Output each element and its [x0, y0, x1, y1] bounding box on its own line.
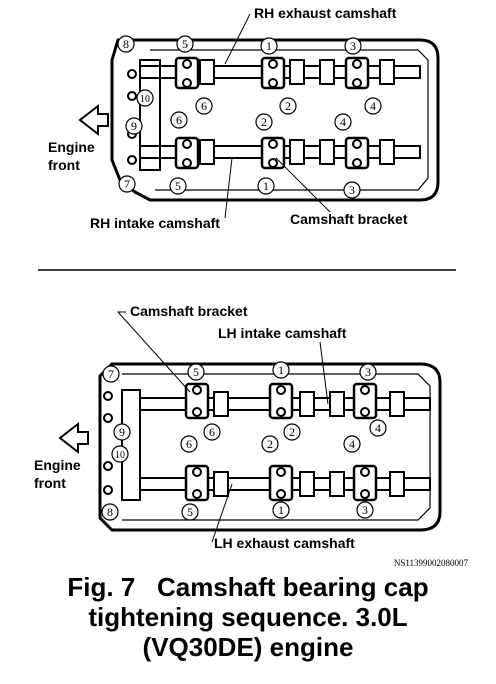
top-cam-lobes: [199, 59, 395, 165]
top-leader-lines: [224, 13, 331, 219]
top-num-6a: 6: [201, 99, 207, 113]
top-num-9: 9: [131, 119, 137, 133]
top-engine-front-line2: front: [48, 157, 80, 173]
bottom-num-2b: 2: [267, 437, 273, 451]
top-num-3a: 3: [350, 39, 356, 53]
bottom-num-4b: 4: [349, 437, 355, 451]
camshaft-diagram: 1 2 3 4 5 6 7 8 9 10 6 2 4 5 1 3 RH exha…: [34, 5, 469, 568]
bottom-head-outline: [98, 362, 442, 532]
top-label-rh-exhaust: RH exhaust camshaft: [254, 5, 397, 21]
top-num-2a: 2: [285, 99, 291, 113]
top-num-1b: 1: [263, 179, 269, 193]
top-view: 1 2 3 4 5 6 7 8 9 10 6 2 4 5 1 3 RH exha…: [48, 5, 440, 231]
bottom-num-10: 10: [115, 450, 125, 461]
top-engine-front-arrow-icon: [78, 103, 109, 137]
bottom-num-9: 9: [119, 425, 125, 439]
top-head-inner: [150, 49, 429, 191]
top-label-camshaft-bracket: Camshaft bracket: [290, 211, 408, 227]
bottom-num-7: 7: [108, 367, 114, 381]
bottom-engine-front-line1: Engine: [34, 457, 81, 473]
bottom-sequence-numbers: 5 1 3 6 2 4 6 2 4 7 9 10 8 5 1 3: [107, 363, 381, 519]
top-num-10: 10: [140, 94, 150, 105]
top-bolts: [127, 59, 362, 168]
top-num-8: 8: [123, 37, 129, 51]
figure-caption: Fig. 7 Camshaft bearing cap tightening s…: [0, 572, 496, 662]
top-sequence-circles: [117, 35, 382, 199]
bottom-num-1b: 1: [278, 503, 284, 517]
bottom-num-3b: 3: [362, 503, 368, 517]
bottom-engine-front-line2: front: [34, 475, 66, 491]
bottom-view: 5 1 3 6 2 4 6 2 4 7 9 10 8 5 1 3 Camshaf…: [34, 303, 442, 551]
bottom-num-2a: 2: [289, 425, 295, 439]
caption-line-2: tightening sequence. 3.0L: [88, 602, 408, 632]
bottom-bolts: [103, 385, 370, 499]
top-num-5b: 5: [175, 179, 181, 193]
top-num-1a: 1: [266, 39, 272, 53]
top-sequence-numbers: 1 2 3 4 5 6 7 8 9 10 6 2 4 5 1 3: [123, 37, 376, 197]
top-front-bracket: [139, 59, 161, 171]
top-num-4b: 4: [340, 115, 346, 129]
bottom-bearing-caps: [184, 382, 378, 502]
bottom-sequence-circles: [101, 361, 387, 521]
caption-line-1: Fig. 7 Camshaft bearing cap: [67, 572, 429, 602]
bottom-engine-front-arrow-icon: [58, 421, 89, 455]
top-num-2b: 2: [261, 115, 267, 129]
bottom-num-5b: 5: [187, 505, 193, 519]
bottom-num-6a: 6: [209, 425, 215, 439]
top-label-rh-intake: RH intake camshaft: [90, 215, 220, 231]
image-code: NS11399002080007: [394, 558, 469, 568]
caption-line-3: (VQ30DE) engine: [142, 632, 354, 662]
bottom-leader-lines: [116, 311, 329, 543]
bottom-label-lh-exhaust: LH exhaust camshaft: [214, 535, 355, 551]
bottom-label-lh-intake: LH intake camshaft: [218, 325, 347, 341]
top-num-6b: 6: [176, 113, 182, 127]
bottom-num-5a: 5: [193, 365, 199, 379]
top-engine-front-line1: Engine: [48, 139, 95, 155]
bottom-num-1a: 1: [278, 363, 284, 377]
bottom-num-3a: 3: [365, 365, 371, 379]
top-num-5a: 5: [182, 37, 188, 51]
bottom-num-4a: 4: [375, 421, 381, 435]
bottom-label-camshaft-bracket: Camshaft bracket: [130, 303, 248, 319]
top-num-3b: 3: [349, 183, 355, 197]
bottom-front-bracket: [121, 389, 141, 501]
bottom-num-8: 8: [107, 505, 113, 519]
top-head-outline: [110, 38, 440, 202]
bottom-cam-lobes: [213, 391, 405, 497]
top-num-4a: 4: [370, 99, 376, 113]
top-num-7: 7: [124, 177, 130, 191]
bottom-num-6b: 6: [186, 437, 192, 451]
